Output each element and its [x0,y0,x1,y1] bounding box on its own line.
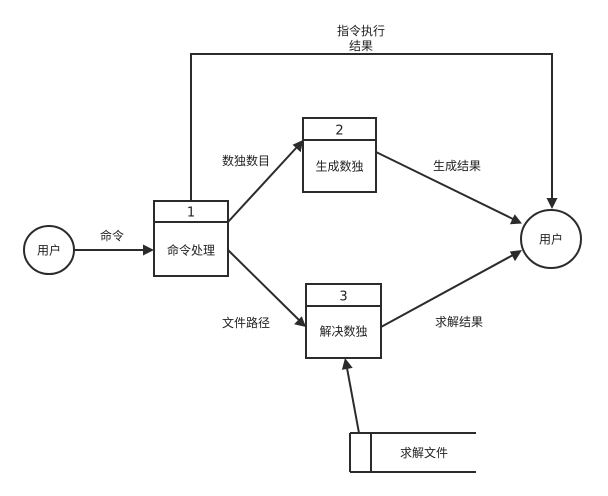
flow-generate-result-arrowhead [509,214,522,225]
process-generate-sudoku-box [302,117,377,193]
flow-solve-result-label: 求解结果 [435,315,483,329]
flow-command-label: 命令 [100,228,124,243]
process-command-handling-number: 1 [187,206,195,221]
flow-generate-result [375,151,522,225]
flow-instruction-result-line [190,53,553,201]
entity-user-right-shape [520,209,582,269]
process-solve-sudoku: 3 解决数独 [305,283,382,359]
flow-solve-file-arrowhead [341,358,353,370]
process-generate-sudoku: 2 生成数独 [302,117,377,193]
process-generate-sudoku-number: 2 [335,124,343,139]
flow-instruction-result-label-line1: 指令执行 [337,23,385,38]
flow-instruction-result-label-line2: 结果 [349,39,373,53]
process-command-handling-box [153,200,229,277]
entity-user-left: 用户 [23,225,75,275]
flow-command-arrowhead [143,244,154,256]
entity-user-left-label: 用户 [37,243,61,258]
flow-generate-result-label: 生成结果 [433,159,481,173]
process-solve-sudoku-box [305,283,382,359]
flow-solve-file-line [346,367,360,434]
entity-user-right: 用户 [520,209,582,269]
process-solve-sudoku-number: 3 [339,290,347,305]
flow-sudoku-count-label: 数独数目 [222,153,270,168]
datastore-solve-file-label: 求解文件 [400,445,448,460]
flow-generate-result-line [375,151,514,220]
entity-user-right-label: 用户 [539,232,563,247]
flow-sudoku-count-line [227,146,298,223]
flow-instruction-result-arrowhead [546,198,558,209]
process-generate-sudoku-label: 生成数独 [315,159,363,174]
flow-file-path-line [227,249,300,321]
flow-instruction-result [190,53,558,209]
entity-user-left-shape [23,225,75,275]
flow-solve-result-line [380,254,514,328]
flow-command [74,244,154,256]
flow-file-path [227,249,306,327]
datastore-solve-file: 求解文件 [349,432,476,473]
flow-sudoku-count [227,140,303,223]
flow-sudoku-count-arrowhead [292,140,303,153]
process-command-handling-label: 命令处理 [167,243,215,258]
flow-file-path-label: 文件路径 [222,315,270,330]
process-solve-sudoku-label: 解决数独 [319,324,367,339]
flow-solve-result [380,250,522,328]
flow-solve-file [341,358,360,434]
flow-file-path-arrowhead [294,316,306,327]
flow-solve-result-arrowhead [509,250,522,262]
process-command-handling: 1 命令处理 [153,200,229,277]
